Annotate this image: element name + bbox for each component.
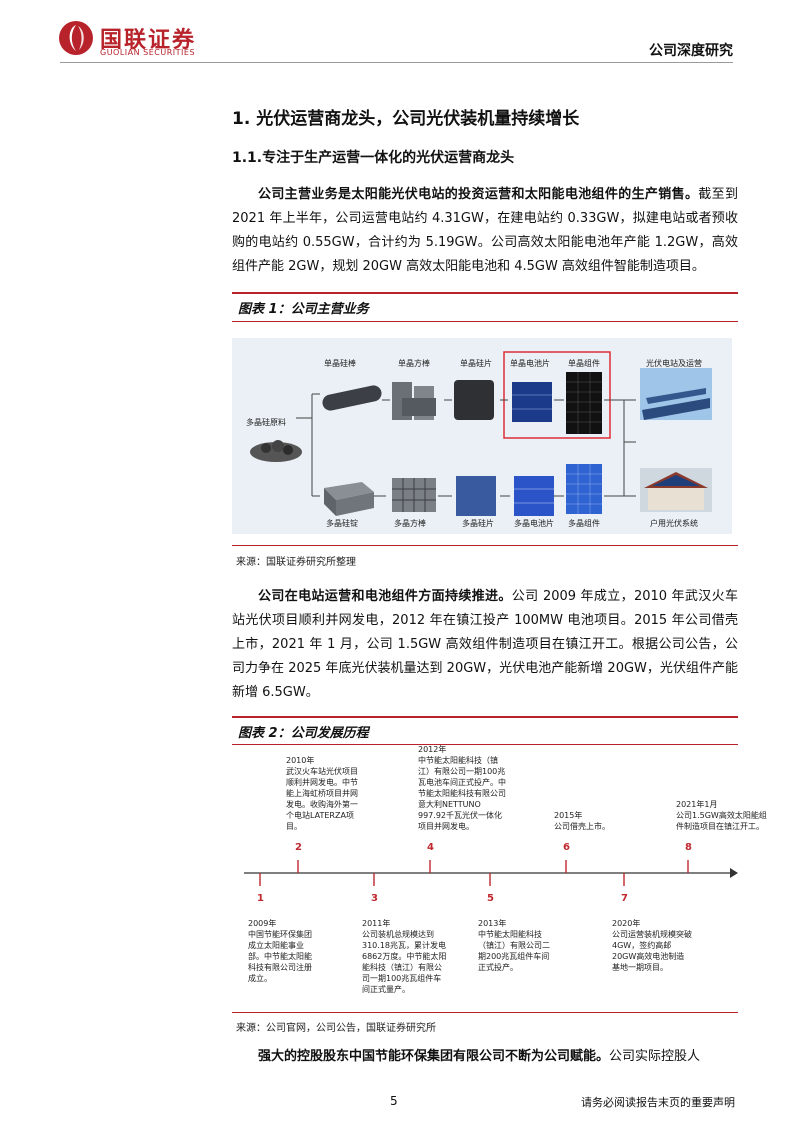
flow-arrows [296,393,636,497]
logo-chinese: 国联证券 [100,28,197,53]
label-poly-cell: 多晶电池片 [514,519,554,528]
label-mono-wafer: 单晶硅片 [460,359,492,368]
timeline-marker-number: 8 [685,842,692,853]
header-divider [60,62,733,63]
timeline-marker-number: 5 [487,893,494,904]
timeline-event-year: 2020年 [612,919,641,928]
timeline-event: 2012年中节能太阳能科技（镇江）有限公司一期100兆瓦电池车间正式投产。中节能… [418,744,506,832]
timeline-event-desc: 中国节能环保集团成立太阳能事业部。中节能太阳能科技有限公司注册成立。 [248,930,312,983]
timeline-event-desc: 公司借壳上市。 [554,822,610,831]
mono-rod-icon [322,385,382,411]
label-station: 光伏电站及运营 [646,359,702,368]
section-title: 1. 光伏运营商龙头，公司光伏装机量持续增长 [232,109,580,129]
mono-wafer-icon [454,380,494,420]
poly-cell-icon [514,476,554,516]
highlight-box [503,351,611,439]
figure1-title: 图表 1：公司主营业务 [238,302,369,317]
label-mono-rod: 单晶硅棒 [324,359,356,368]
poly-wafer-icon [456,476,496,516]
figure2-title: 图表 2：公司发展历程 [238,726,369,741]
paragraph-lead: 强大的控股股东中国节能环保集团有限公司不断为公司赋能。 [258,1049,610,1064]
timeline-event-desc: 公司装机总规模达到310.18兆瓦，累计发电6862万度。中节能太阳能科技（镇江… [362,930,447,994]
timeline-marker-number: 1 [257,893,264,904]
timeline-event-desc: 武汉火车站光伏项目顺利并网发电。中节能上海虹桥项目并网发电。收购海外第一个电站L… [286,767,358,831]
timeline-event-desc: 中节能太阳能科技（镇江）有限公司二期200兆瓦组件车间正式投产。 [478,930,550,972]
timeline-marker-number: 2 [295,842,302,853]
timeline-event-desc: 公司运营装机规模突破4GW，签约高邮20GW高效电池制造基地一期项目。 [612,930,692,972]
label-mono-square: 单晶方棒 [398,359,430,368]
timeline-marker-number: 3 [371,893,378,904]
paragraph-body: 公司 2009 年成立，2010 年武汉火车站光伏项目顺利并网发电，2012 年… [232,589,738,700]
poly-square-icon [392,478,436,512]
label-poly-raw: 多晶硅原料 [246,418,286,427]
business-chain-diagram [250,351,712,516]
timeline-event: 2011年公司装机总规模达到310.18兆瓦，累计发电6862万度。中节能太阳能… [362,918,448,995]
label-mono-cell: 单晶电池片 [510,359,550,368]
mono-cell-icon [512,382,552,422]
paragraph-shareholder: 强大的控股股东中国节能环保集团有限公司不断为公司赋能。公司实际控股人 [232,1045,738,1069]
timeline-marker-number: 4 [427,842,434,853]
logo-english: GUOLIAN SECURITIES [100,48,196,57]
paragraph-body: 公司实际控股人 [609,1049,701,1064]
paragraph-development: 公司在电站运营和电池组件方面持续推进。公司 2009 年成立，2010 年武汉火… [232,585,738,705]
label-poly-module: 多晶组件 [568,519,600,528]
poly-ingot-icon [324,482,374,516]
label-rooftop: 户用光伏系统 [650,519,698,528]
figure2-title-rule [232,744,738,745]
timeline-marker-number: 6 [563,842,570,853]
timeline-event-year: 2021年1月 [676,800,718,809]
paragraph-lead: 公司主营业务是太阳能光伏电站的投资运营和太阳能电池组件的生产销售。 [258,187,699,202]
solar-station-icon [640,368,712,420]
figure1-top-rule [232,292,738,294]
label-poly-wafer: 多晶硅片 [462,519,494,528]
timeline-event-year: 2011年 [362,919,391,928]
timeline-event-year: 2010年 [286,756,315,765]
label-poly-square: 多晶方棒 [394,519,426,528]
timeline-event-year: 2012年 [418,745,447,754]
timeline-event-desc: 公司1.5GW高效太阳能组件制造项目在镇江开工。 [676,811,767,831]
disclaimer-note: 请务必阅读报告末页的重要声明 [581,1096,735,1109]
label-mono-module: 单晶组件 [568,359,600,368]
poly-module-icon [566,464,602,514]
document-type: 公司深度研究 [649,43,733,59]
timeline-event-year: 2013年 [478,919,507,928]
timeline-figure: 1 2009年中国节能环保集团成立太阳能事业部。中节能太阳能科技有限公司注册成立。… [232,745,767,1006]
timeline-event: 2010年武汉火车站光伏项目顺利并网发电。中节能上海虹桥项目并网发电。收购海外第… [286,755,360,832]
timeline-event: 2009年中国节能环保集团成立太阳能事业部。中节能太阳能科技有限公司注册成立。 [248,918,318,984]
paragraph-body: 截至到 2021 年上半年，公司运营电站约 4.31GW，在建电站约 0.33G… [232,187,738,274]
mono-module-icon [566,372,602,434]
timeline-event-year: 2009年 [248,919,277,928]
figure1-bottom-rule [232,545,738,546]
paragraph-lead: 公司在电站运营和电池组件方面持续推进。 [258,589,512,604]
rooftop-pv-icon [640,468,712,512]
figure2-bottom-rule [232,1012,738,1013]
page-number: 5 [390,1094,398,1108]
figure2-source: 来源：公司官网，公司公告，国联证券研究所 [236,1023,436,1034]
timeline-event-year: 2015年 [554,811,583,820]
timeline-event: 2020年公司运营装机规模突破4GW，签约高邮20GW高效电池制造基地一期项目。 [612,918,692,973]
label-poly-ingot: 多晶硅锭 [326,519,358,528]
figure1-title-rule [232,321,738,322]
subsection-title: 1.1.专注于生产运营一体化的光伏运营商龙头 [232,150,515,166]
figure1-diagram: 多晶硅原料 单晶硅棒 单晶方棒 单晶硅片 单晶电池片 单晶组件 光伏电站及运营 … [232,338,732,534]
paragraph-main-business: 公司主营业务是太阳能光伏电站的投资运营和太阳能电池组件的生产销售。截至到 202… [232,183,738,279]
timeline-axis [244,860,738,886]
figure1-source: 来源：国联证券研究所整理 [236,557,356,568]
mono-square-icon [392,382,436,420]
timeline-event: 2021年1月公司1.5GW高效太阳能组件制造项目在镇江开工。 [676,799,768,832]
timeline-marker-number: 7 [621,893,628,904]
timeline-event: 2013年中节能太阳能科技（镇江）有限公司二期200兆瓦组件车间正式投产。 [478,918,556,973]
figure2-top-rule [232,716,738,718]
guolian-logo-icon [59,21,93,55]
timeline-event-desc: 中节能太阳能科技（镇江）有限公司一期100兆瓦电池车间正式投产。中节能太阳能科技… [418,756,506,831]
timeline-event: 2015年公司借壳上市。 [554,810,624,832]
poly-silicon-raw-icon [250,440,302,462]
